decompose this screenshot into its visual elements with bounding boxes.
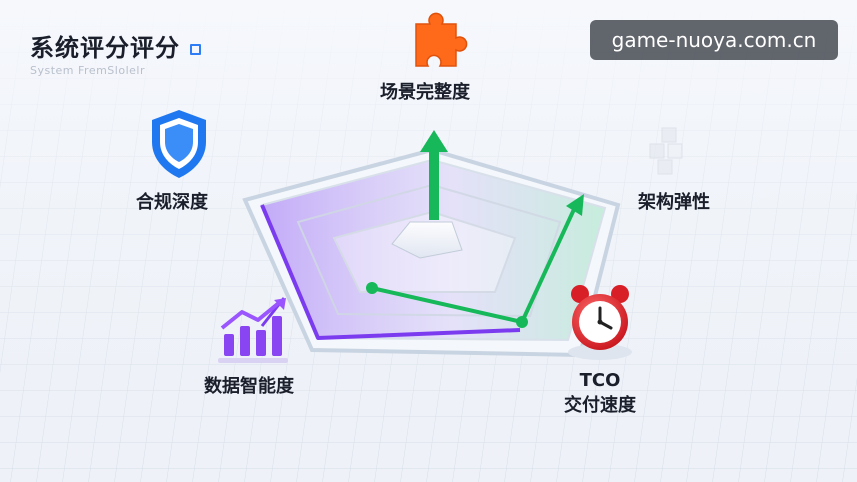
label-scene-completeness: 场景完整度	[380, 82, 470, 103]
radar-frame	[242, 147, 621, 358]
page-subtitle: System FremSlolelr	[30, 64, 145, 77]
rising-bar-chart-icon	[218, 298, 288, 363]
title-accent-icon	[190, 44, 201, 55]
label-compliance-depth: 合规深度	[136, 192, 208, 213]
arrow-head-scene	[420, 130, 448, 152]
label-data-intelligence: 数据智能度	[204, 376, 294, 397]
puzzle-piece-icon	[415, 12, 468, 67]
arrow-head-arch	[566, 194, 584, 216]
alarm-clock-icon	[568, 285, 632, 360]
arrow-shaft-scene	[429, 150, 439, 220]
page-title: 系统评分评分	[30, 28, 201, 63]
watermark-badge: game-nuoya.com.cn	[590, 20, 838, 60]
building-blocks-icon	[649, 127, 683, 175]
label-tco: TCO	[579, 370, 621, 391]
label-delivery-speed: 交付速度	[564, 395, 636, 416]
label-architecture-elasticity: 架构弹性	[638, 192, 710, 213]
label-tco-delivery-speed: TCO 交付速度	[560, 370, 640, 417]
shield-icon	[152, 110, 206, 178]
score-point-data	[366, 282, 378, 294]
score-point-tco	[516, 316, 528, 328]
